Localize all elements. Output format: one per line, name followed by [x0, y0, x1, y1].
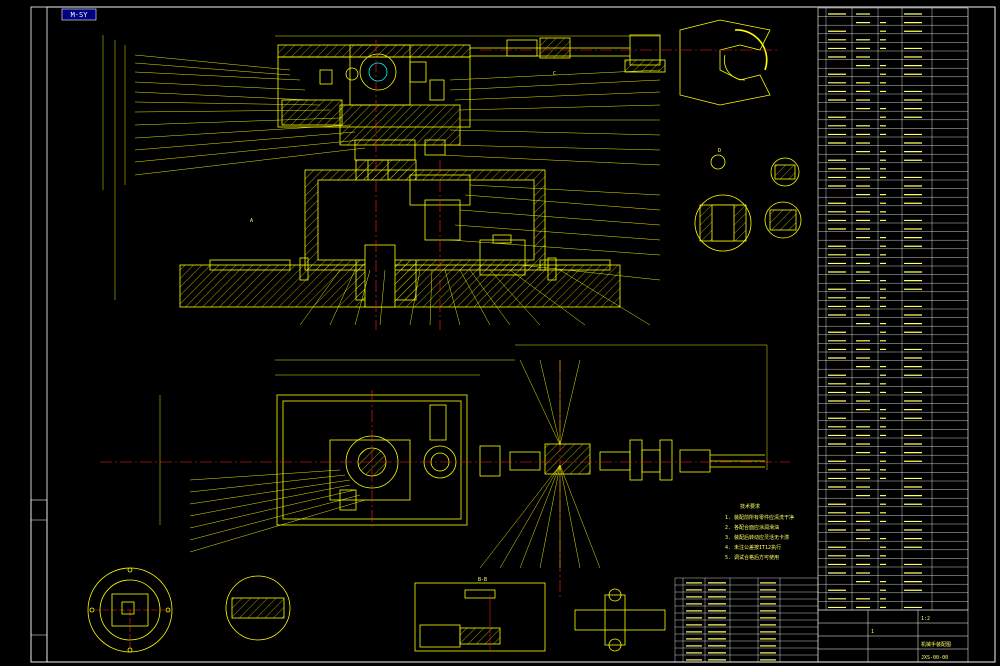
drawing-tag: M-SY [61, 8, 97, 21]
title-sheet: 1 [871, 629, 874, 635]
dimension-lines [102, 35, 768, 525]
tech-req-line: 1. 装配前所有零件应清洗干净 [725, 514, 794, 521]
leader-lines [134, 54, 661, 569]
tech-req-line: 4. 未注公差按IT12执行 [725, 544, 781, 551]
view-labels: B-B A C D [250, 71, 721, 583]
tech-req-line: 2. 各配合面应涂润滑油 [725, 524, 779, 531]
drawing-tag-label: M-SY [71, 11, 89, 19]
bottom-detail-views [87, 567, 666, 653]
sheet-frame [30, 6, 996, 663]
title-block: 1:2 机械手装配图 JXS-00-00 1 [817, 609, 969, 663]
view-c-label: C [553, 71, 556, 77]
tech-req-line: 3. 装配后转动应灵活无卡滞 [725, 534, 789, 541]
parts-list-table [817, 7, 969, 611]
detail-views [694, 154, 802, 252]
plan-view [276, 394, 765, 526]
bottom-parts-table [674, 577, 819, 663]
front-elevation-view [179, 19, 771, 308]
tech-req-title: 技术要求 [740, 503, 760, 510]
technical-requirements: 技术要求 1. 装配前所有零件应清洗干净 2. 各配合面应涂润滑油 3. 装配后… [725, 503, 794, 561]
title-drawing-no: JXS-00-00 [921, 655, 948, 661]
view-d-label: D [718, 148, 721, 154]
section-bb-label: B-B [478, 577, 487, 583]
title-scale: 1:2 [921, 616, 930, 622]
view-a-label: A [250, 218, 253, 224]
tech-req-line: 5. 调试合格后方可使用 [725, 554, 779, 561]
title-drawing-name: 机械手装配图 [921, 641, 951, 648]
